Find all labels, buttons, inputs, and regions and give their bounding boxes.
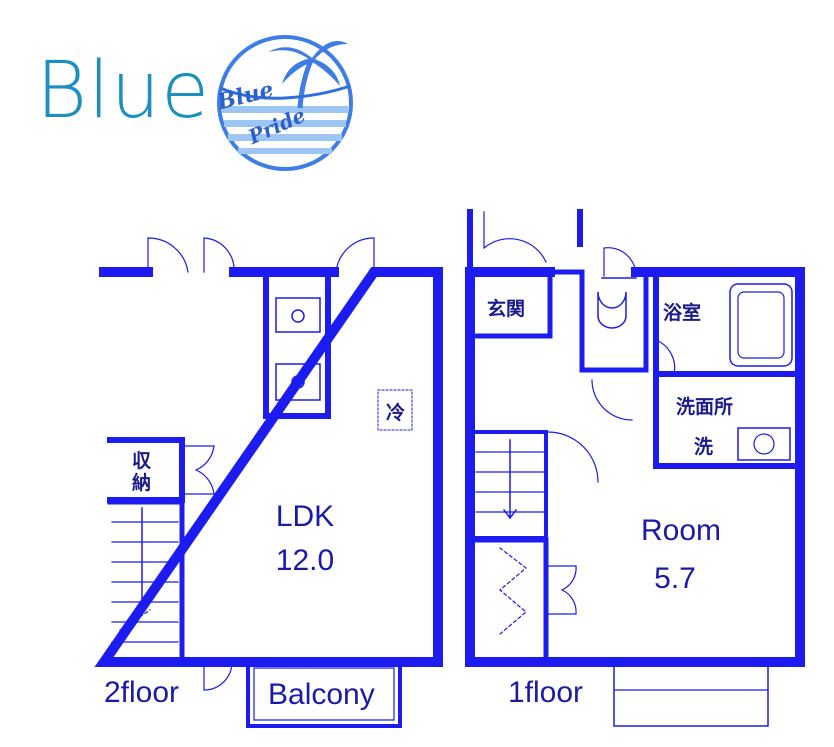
blue-pride-logo: Blue Pride xyxy=(214,35,353,171)
second-floor-label: 2floor xyxy=(104,676,180,709)
fridge-label: 冷 xyxy=(386,402,406,424)
room-name: Room xyxy=(640,514,722,547)
room-size: 5.7 xyxy=(654,562,696,595)
second-floor-plan xyxy=(94,237,443,728)
bath-label: 浴室 xyxy=(663,302,702,324)
ldk-size: 12.0 xyxy=(275,544,335,577)
entrance-label: 玄関 xyxy=(487,298,526,320)
washer-label: 洗 xyxy=(694,436,714,458)
first-floor-plan xyxy=(465,209,805,727)
first-floor-label: 1floor xyxy=(508,676,584,709)
storage-label: 収納 xyxy=(132,450,152,494)
balcony-label: Balcony xyxy=(268,678,375,711)
brand-wordmark: Blue xyxy=(36,46,211,136)
ldk-name: LDK xyxy=(275,500,335,533)
washroom-label: 洗面所 xyxy=(676,396,734,418)
